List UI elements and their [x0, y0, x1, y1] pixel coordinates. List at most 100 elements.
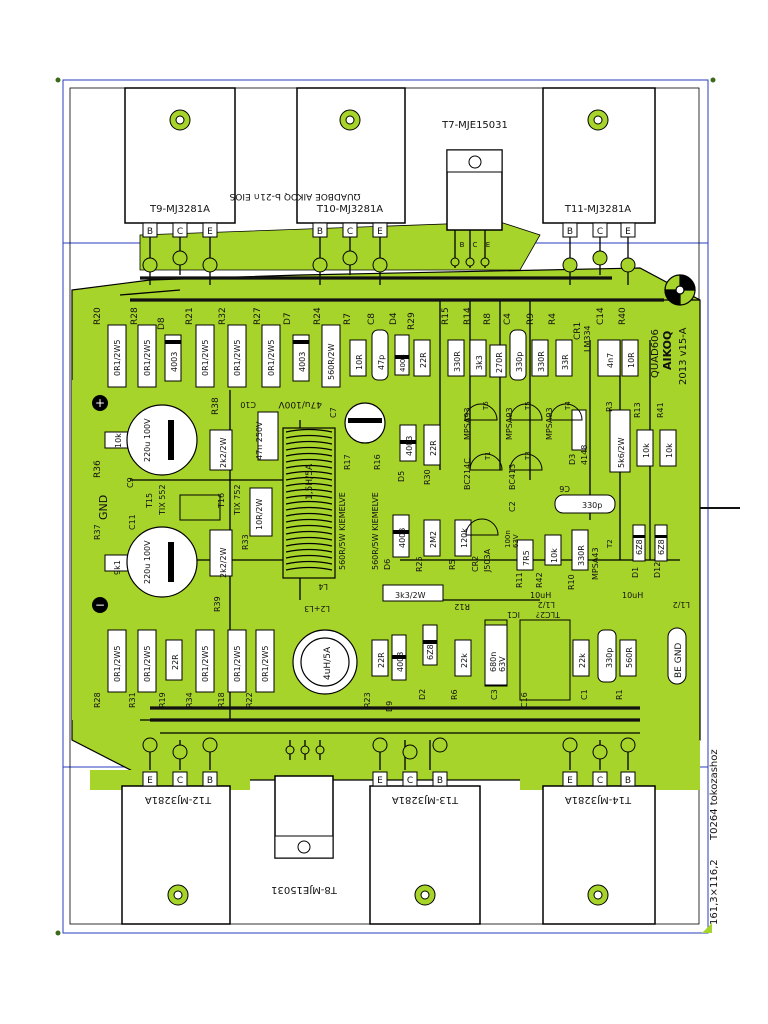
svg-text:J503A: J503A — [483, 548, 492, 573]
svg-text:560R/2W: 560R/2W — [327, 343, 336, 380]
svg-text:560R/5W KIEMELVE: 560R/5W KIEMELVE — [338, 492, 347, 570]
t10-label: T10-MJ3281A — [316, 204, 383, 215]
svg-text:TIX 752: TIX 752 — [233, 484, 242, 516]
pads — [142, 250, 636, 760]
board-dimensions: 161,3×116,2 — [709, 859, 720, 925]
svg-text:6Z8: 6Z8 — [635, 539, 644, 555]
svg-text:4n7: 4n7 — [606, 353, 615, 368]
svg-text:R30: R30 — [423, 469, 432, 485]
svg-text:MPSA43: MPSA43 — [591, 547, 600, 580]
top-transistors: T9-MJ3281A B C E T10-MJ3281A B C E ΩUADB… — [124, 87, 656, 249]
svg-text:R42: R42 — [535, 572, 544, 588]
svg-text:R24: R24 — [313, 307, 323, 325]
svg-text:D3: D3 — [568, 454, 577, 465]
svg-text:R11: R11 — [515, 572, 524, 588]
svg-text:T2: T2 — [606, 539, 614, 549]
svg-text:R13: R13 — [633, 402, 642, 418]
svg-text:L1/2: L1/2 — [538, 600, 555, 609]
svg-text:10k: 10k — [642, 443, 651, 458]
svg-text:T1: T1 — [484, 451, 492, 461]
svg-text:0R1/2W5: 0R1/2W5 — [113, 339, 122, 376]
svg-text:R22: R22 — [245, 692, 254, 708]
svg-text:4uH/5A: 4uH/5A — [323, 646, 333, 680]
svg-text:63V: 63V — [512, 534, 520, 548]
svg-text:0R1/2W5: 0R1/2W5 — [113, 645, 122, 682]
svg-text:T4: T4 — [564, 401, 572, 411]
coil-winding — [285, 524, 333, 529]
capacitors — [126, 274, 696, 695]
svg-text:270R: 270R — [495, 352, 504, 373]
svg-text:LM334: LM334 — [583, 325, 592, 352]
coil-winding — [285, 482, 333, 487]
svg-text:R39: R39 — [213, 596, 222, 612]
svg-text:R7: R7 — [343, 313, 353, 325]
svg-text:R10: R10 — [567, 574, 576, 590]
svg-text:R28: R28 — [130, 307, 140, 325]
svg-text:T6: T6 — [482, 401, 490, 411]
svg-text:R12: R12 — [454, 602, 470, 611]
svg-text:R16: R16 — [373, 454, 382, 470]
svg-text:0R1/2W5: 0R1/2W5 — [201, 645, 210, 682]
svg-text:0R1/2W5: 0R1/2W5 — [201, 339, 210, 376]
svg-text:MPSA93: MPSA93 — [463, 407, 472, 440]
coil-winding — [285, 464, 333, 469]
svg-text:47n 250V: 47n 250V — [255, 421, 264, 460]
coil-winding — [285, 434, 333, 439]
board-id: T0264 tokozashoz — [709, 749, 720, 841]
svg-text:33R: 33R — [561, 354, 570, 370]
svg-text:10k: 10k — [665, 443, 674, 458]
svg-text:R25: R25 — [415, 556, 424, 572]
svg-text:3k3/2W: 3k3/2W — [395, 591, 426, 600]
svg-text:4003: 4003 — [396, 652, 405, 672]
svg-text:22k: 22k — [578, 653, 587, 668]
coil-winding — [285, 500, 333, 505]
svg-text:9k1: 9k1 — [113, 560, 122, 575]
svg-text:IC1: IC1 — [507, 610, 520, 619]
svg-text:E: E — [625, 227, 631, 237]
svg-text:T3: T3 — [524, 451, 532, 461]
t11-label: T11-MJ3281A — [564, 204, 631, 215]
svg-text:22k: 22k — [460, 653, 469, 668]
svg-text:CR1: CR1 — [573, 322, 583, 340]
svg-text:L2+L3: L2+L3 — [304, 604, 330, 613]
coil-winding — [285, 452, 333, 457]
svg-text:D1: D1 — [631, 567, 640, 578]
coil-winding — [285, 554, 333, 559]
svg-text:R37: R37 — [93, 524, 102, 540]
coil-winding — [285, 440, 333, 445]
svg-text:C10: C10 — [240, 400, 256, 409]
svg-text:MPSA93: MPSA93 — [545, 407, 554, 440]
small-transistors — [179, 403, 583, 701]
coil-winding — [285, 470, 333, 475]
svg-text:220u 100V: 220u 100V — [143, 540, 152, 584]
svg-text:4003: 4003 — [170, 352, 179, 372]
svg-text:E: E — [147, 776, 153, 786]
bottom-transistors: T12-MJ3281A E C B T13-MJ3281A E C B T14-… — [121, 771, 656, 925]
svg-text:R3: R3 — [605, 401, 614, 412]
svg-text:R40: R40 — [618, 307, 628, 325]
svg-text:0R1/2W5: 0R1/2W5 — [143, 645, 152, 682]
svg-text:TIX 552: TIX 552 — [158, 484, 167, 516]
transistor-t8: T8-MJE15031 — [271, 775, 338, 895]
svg-text:C11: C11 — [128, 514, 137, 530]
coil-winding — [285, 446, 333, 451]
coil-winding — [285, 428, 333, 433]
svg-text:T5: T5 — [524, 401, 532, 411]
component-bodies — [104, 324, 677, 693]
svg-text:R14: R14 — [463, 307, 473, 325]
svg-text:0R1/2W5: 0R1/2W5 — [143, 339, 152, 376]
svg-text:10R/2W: 10R/2W — [255, 498, 264, 530]
svg-text:0R1/2W5: 0R1/2W5 — [233, 339, 242, 376]
svg-text:D8: D8 — [157, 317, 167, 330]
svg-text:R15: R15 — [441, 307, 451, 325]
svg-text:R9: R9 — [526, 313, 536, 325]
svg-text:10uH: 10uH — [622, 591, 643, 600]
terminals: + − GND BE GND — [92, 395, 687, 685]
svg-text:3k3: 3k3 — [475, 355, 484, 370]
coil-winding — [285, 560, 333, 565]
svg-text:R4: R4 — [548, 313, 558, 325]
svg-text:L1/2: L1/2 — [673, 600, 690, 609]
coil-winding — [285, 494, 333, 499]
svg-text:R23: R23 — [363, 692, 372, 708]
